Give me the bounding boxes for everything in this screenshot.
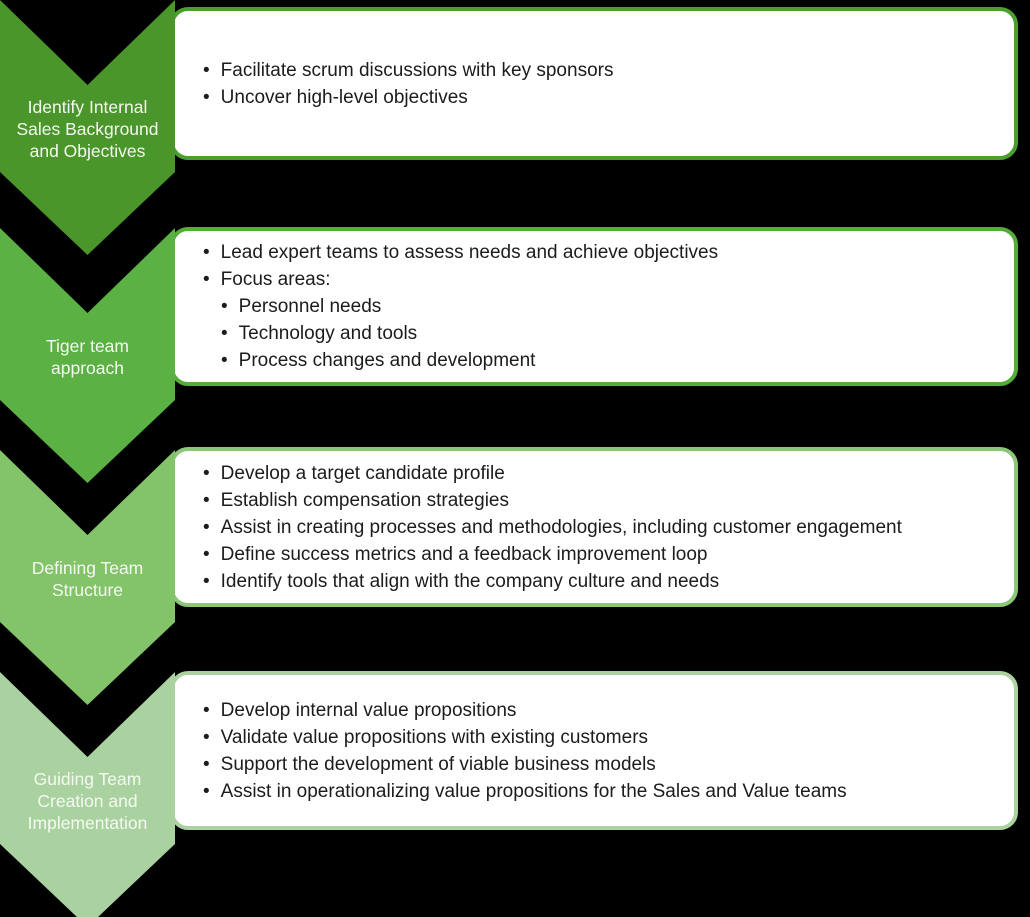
bullet-text: Uncover high-level objectives xyxy=(220,86,468,108)
bullet-item: Validate value propositions with existin… xyxy=(203,724,998,751)
stage-label-line: Defining Team xyxy=(31,558,144,578)
stage-label-line: Structure xyxy=(52,580,123,600)
bullet-text: Identify tools that align with the compa… xyxy=(220,570,720,592)
bullet-text: Define success metrics and a feedback im… xyxy=(220,543,708,565)
chevron-down-arrow xyxy=(0,450,175,705)
bullet-item: Facilitate scrum discussions with key sp… xyxy=(203,57,998,84)
sub-bullet-item: Technology and tools xyxy=(221,320,998,347)
bullet-text: Develop a target candidate profile xyxy=(220,462,505,484)
stage-label-line: Sales Background xyxy=(16,119,159,139)
stage-details-box: Develop a target candidate profileEstabl… xyxy=(170,447,1018,607)
stage-label-line: Guiding Team xyxy=(33,769,142,789)
bullet-item: Assist in operationalizing value proposi… xyxy=(203,778,998,805)
bullet-text: Technology and tools xyxy=(238,323,418,344)
bullet-text: Validate value propositions with existin… xyxy=(220,726,649,748)
bullet-text: Personnel needs xyxy=(238,296,382,317)
bullet-item: Define success metrics and a feedback im… xyxy=(203,541,998,568)
sub-bullet-item: Personnel needs xyxy=(221,293,998,320)
bullet-item: Develop internal value propositions xyxy=(203,697,998,724)
bullet-item: Lead expert teams to assess needs and ac… xyxy=(203,239,998,266)
stage-details-box: Facilitate scrum discussions with key sp… xyxy=(170,7,1018,160)
chevron-down-arrow xyxy=(0,228,175,483)
bullet-item: Uncover high-level objectives xyxy=(203,84,998,111)
bullet-list: Develop a target candidate profileEstabl… xyxy=(174,460,1014,595)
bullet-text: Assist in creating processes and methodo… xyxy=(220,516,902,538)
sub-bullet-item: Process changes and development xyxy=(221,347,998,374)
stage-details-box: Lead expert teams to assess needs and ac… xyxy=(170,227,1018,386)
bullet-list: Facilitate scrum discussions with key sp… xyxy=(174,57,1014,111)
stage-label-line: Implementation xyxy=(27,813,148,833)
sub-bullet-list: Personnel needsTechnology and toolsProce… xyxy=(221,293,998,374)
stage-label-line: approach xyxy=(51,358,124,378)
bullet-text: Support the development of viable busine… xyxy=(220,753,656,775)
bullet-item: Establish compensation strategies xyxy=(203,487,998,514)
bullet-list: Develop internal value propositionsValid… xyxy=(174,697,1014,805)
stage-label-line: Tiger team xyxy=(46,336,129,356)
bullet-item: Focus areas: Personnel needsTechnology an… xyxy=(203,266,998,374)
chevron-down-arrow xyxy=(0,672,175,917)
stage-details-box: Develop internal value propositionsValid… xyxy=(170,671,1018,830)
bullet-text: Assist in operationalizing value proposi… xyxy=(220,780,847,802)
chevron-down-arrow xyxy=(0,0,175,255)
bullet-text: Develop internal value propositions xyxy=(220,699,517,721)
bullet-item: Support the development of viable busine… xyxy=(203,751,998,778)
bullet-item: Develop a target candidate profile xyxy=(203,460,998,487)
bullet-item: Assist in creating processes and methodo… xyxy=(203,514,998,541)
bullet-list: Lead expert teams to assess needs and ac… xyxy=(174,239,1014,374)
stage-label-line: Creation and xyxy=(37,791,138,811)
stage-label-line: and Objectives xyxy=(29,141,146,161)
bullet-text: Process changes and development xyxy=(238,350,536,371)
bullet-text: Focus areas: xyxy=(220,269,331,290)
bullet-text: Lead expert teams to assess needs and ac… xyxy=(220,242,719,263)
bullet-text: Establish compensation strategies xyxy=(220,489,509,511)
bullet-text: Facilitate scrum discussions with key sp… xyxy=(220,59,614,81)
stage-label-line: Identify Internal xyxy=(27,97,148,117)
bullet-item: Identify tools that align with the compa… xyxy=(203,568,998,595)
